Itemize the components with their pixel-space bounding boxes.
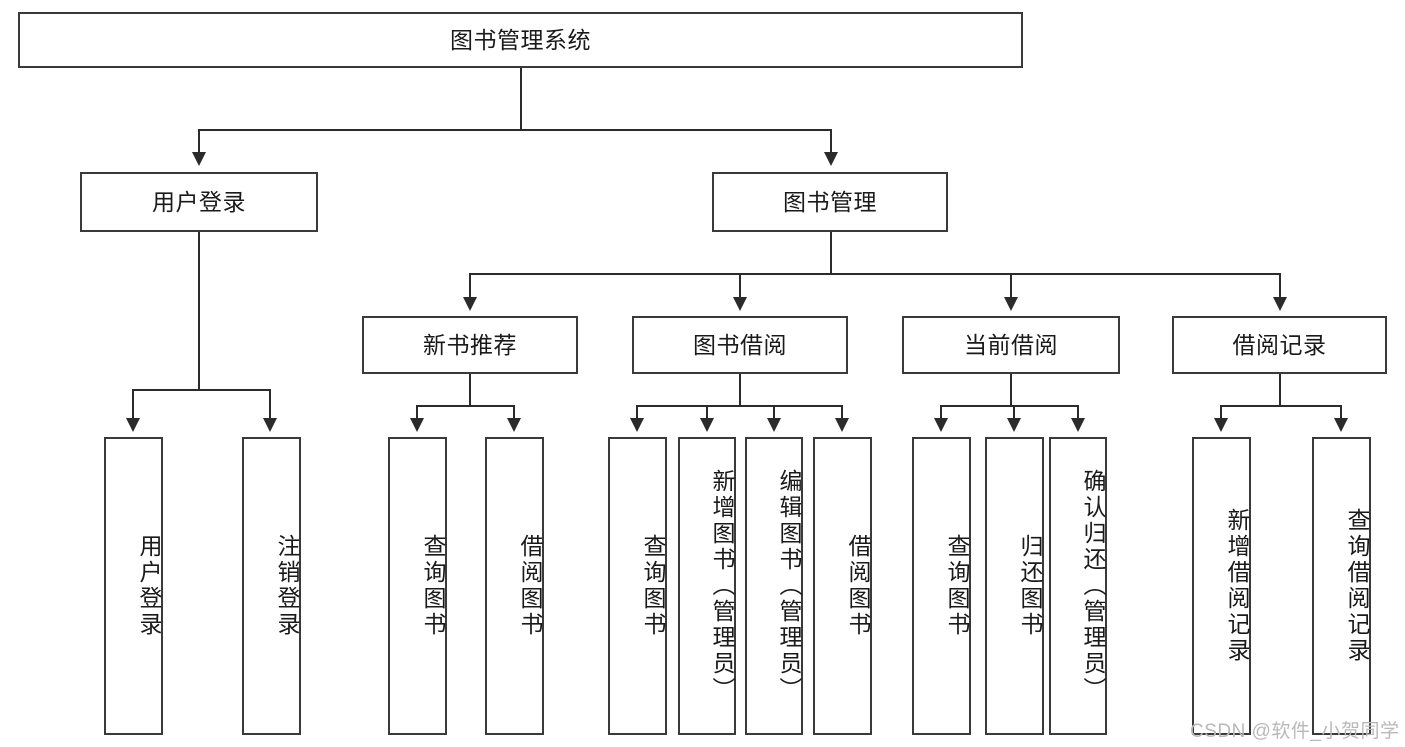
node-leaf-add-record[interactable]: 新增借阅记录 bbox=[1192, 437, 1251, 735]
arrowhead-user-login-to-leaf-1 bbox=[126, 418, 140, 432]
arrowhead-current-borrow-leaf-2 bbox=[1007, 418, 1021, 432]
edge-borrow-record-to-leaf-2 bbox=[1340, 405, 1342, 421]
node-leaf-confirm-return[interactable]: 确认归还（管理员） bbox=[1049, 437, 1107, 735]
node-leaf-return-book[interactable]: 归还图书 bbox=[985, 437, 1044, 735]
arrowhead-book-borrow-leaf-4 bbox=[835, 418, 849, 432]
edge-book-borrow-to-leaf-4 bbox=[841, 405, 843, 421]
edge-book-borrow-bus bbox=[636, 405, 842, 407]
node-label: 用户登录 bbox=[152, 188, 246, 215]
node-new-book-rec[interactable]: 新书推荐 bbox=[362, 316, 578, 374]
node-book-borrow[interactable]: 图书借阅 bbox=[632, 316, 848, 374]
arrowhead-current-borrow-leaf-1 bbox=[934, 418, 948, 432]
edge-new-book-rec-stem bbox=[469, 374, 471, 406]
edge-new-book-rec-to-leaf-1 bbox=[416, 405, 418, 421]
edge-book-manage-to-book-borrow bbox=[739, 273, 741, 299]
node-leaf-query-book-2[interactable]: 查询图书 bbox=[608, 437, 667, 735]
edge-user-login-bus bbox=[132, 389, 269, 391]
edge-root-bus bbox=[198, 129, 832, 131]
node-leaf-edit-book[interactable]: 编辑图书（管理员） bbox=[745, 437, 803, 735]
edge-user-login-to-leaf-1 bbox=[132, 389, 134, 421]
arrowhead-root-to-book-manage bbox=[824, 152, 838, 166]
arrowhead-borrow-record-leaf-2 bbox=[1334, 418, 1348, 432]
arrowhead-borrow-record-leaf-1 bbox=[1214, 418, 1228, 432]
edge-book-manage-bus bbox=[469, 273, 1280, 275]
node-leaf-logout[interactable]: 注销登录 bbox=[242, 437, 301, 735]
edge-current-borrow-to-leaf-3 bbox=[1077, 405, 1079, 421]
node-root-system[interactable]: 图书管理系统 bbox=[18, 12, 1023, 68]
csdn-watermark: CSDN @软件_小贺同学 bbox=[1190, 721, 1400, 742]
edge-book-borrow-to-leaf-2 bbox=[706, 405, 708, 421]
edge-new-book-rec-bus bbox=[416, 405, 514, 407]
arrowhead-new-book-rec-leaf-1 bbox=[410, 418, 424, 432]
node-label: 新增借阅记录 bbox=[1224, 508, 1250, 664]
node-label: 图书借阅 bbox=[693, 331, 787, 358]
arrowhead-root-to-user-login bbox=[192, 152, 206, 166]
node-label: 查询图书 bbox=[640, 534, 666, 638]
node-leaf-query-book-1[interactable]: 查询图书 bbox=[388, 437, 447, 735]
edge-book-manage-to-borrow-record bbox=[1279, 273, 1281, 299]
arrowhead-to-new-book-rec bbox=[463, 297, 477, 311]
arrowhead-to-book-borrow bbox=[733, 297, 747, 311]
edge-book-borrow-to-leaf-3 bbox=[773, 405, 775, 421]
arrowhead-user-login-to-leaf-2 bbox=[263, 418, 277, 432]
node-label: 图书管理 bbox=[783, 188, 877, 215]
edge-current-borrow-stem bbox=[1010, 374, 1012, 406]
node-user-login[interactable]: 用户登录 bbox=[80, 172, 318, 232]
node-borrow-record[interactable]: 借阅记录 bbox=[1172, 316, 1387, 374]
arrowhead-to-borrow-record bbox=[1273, 297, 1287, 311]
edge-book-manage-to-current-borrow bbox=[1010, 273, 1012, 299]
node-label: 归还图书 bbox=[1017, 534, 1043, 638]
edge-current-borrow-bus bbox=[940, 405, 1078, 407]
edge-borrow-record-to-leaf-1 bbox=[1220, 405, 1222, 421]
edge-current-borrow-to-leaf-1 bbox=[940, 405, 942, 421]
node-label: 查询借阅记录 bbox=[1344, 508, 1370, 664]
edge-borrow-record-bus bbox=[1220, 405, 1342, 407]
node-label: 新书推荐 bbox=[423, 331, 517, 358]
arrowhead-to-current-borrow bbox=[1004, 297, 1018, 311]
node-label: 查询图书 bbox=[420, 534, 446, 638]
arrowhead-new-book-rec-leaf-2 bbox=[507, 418, 521, 432]
node-leaf-borrow-book-1[interactable]: 借阅图书 bbox=[485, 437, 544, 735]
node-label: 借阅记录 bbox=[1232, 331, 1327, 358]
edge-book-manage-stem bbox=[830, 232, 832, 274]
node-leaf-borrow-book-2[interactable]: 借阅图书 bbox=[813, 437, 872, 735]
node-label: 注销登录 bbox=[274, 534, 300, 638]
node-label: 用户登录 bbox=[136, 534, 162, 638]
node-label: 确认归还（管理员） bbox=[1080, 469, 1106, 703]
edge-book-borrow-to-leaf-1 bbox=[636, 405, 638, 421]
node-leaf-user-login[interactable]: 用户登录 bbox=[104, 437, 163, 735]
node-leaf-query-record[interactable]: 查询借阅记录 bbox=[1312, 437, 1371, 735]
edge-book-manage-to-new-book-rec bbox=[469, 273, 471, 299]
arrowhead-current-borrow-leaf-3 bbox=[1071, 418, 1085, 432]
arrowhead-book-borrow-leaf-2 bbox=[700, 418, 714, 432]
node-label: 借阅图书 bbox=[517, 534, 543, 638]
edge-current-borrow-to-leaf-2 bbox=[1013, 405, 1015, 421]
node-leaf-query-book-3[interactable]: 查询图书 bbox=[912, 437, 971, 735]
edge-borrow-record-stem bbox=[1279, 374, 1281, 406]
node-leaf-add-book[interactable]: 新增图书（管理员） bbox=[678, 437, 736, 735]
node-label: 查询图书 bbox=[944, 534, 970, 638]
arrowhead-book-borrow-leaf-1 bbox=[630, 418, 644, 432]
edge-root-to-user-login bbox=[198, 129, 200, 155]
node-label: 图书管理系统 bbox=[450, 26, 591, 53]
node-label: 编辑图书（管理员） bbox=[776, 469, 802, 703]
edge-user-login-stem bbox=[198, 232, 200, 390]
edge-book-borrow-stem bbox=[739, 374, 741, 406]
node-label: 新增图书（管理员） bbox=[709, 469, 735, 703]
edge-new-book-rec-to-leaf-2 bbox=[513, 405, 515, 421]
node-label: 当前借阅 bbox=[964, 331, 1058, 358]
edge-root-stem bbox=[520, 68, 522, 130]
edge-root-to-book-manage bbox=[830, 129, 832, 155]
edge-user-login-to-leaf-2 bbox=[269, 389, 271, 421]
arrowhead-book-borrow-leaf-3 bbox=[767, 418, 781, 432]
node-label: 借阅图书 bbox=[845, 534, 871, 638]
node-current-borrow[interactable]: 当前借阅 bbox=[902, 316, 1120, 374]
node-book-manage[interactable]: 图书管理 bbox=[712, 172, 948, 232]
